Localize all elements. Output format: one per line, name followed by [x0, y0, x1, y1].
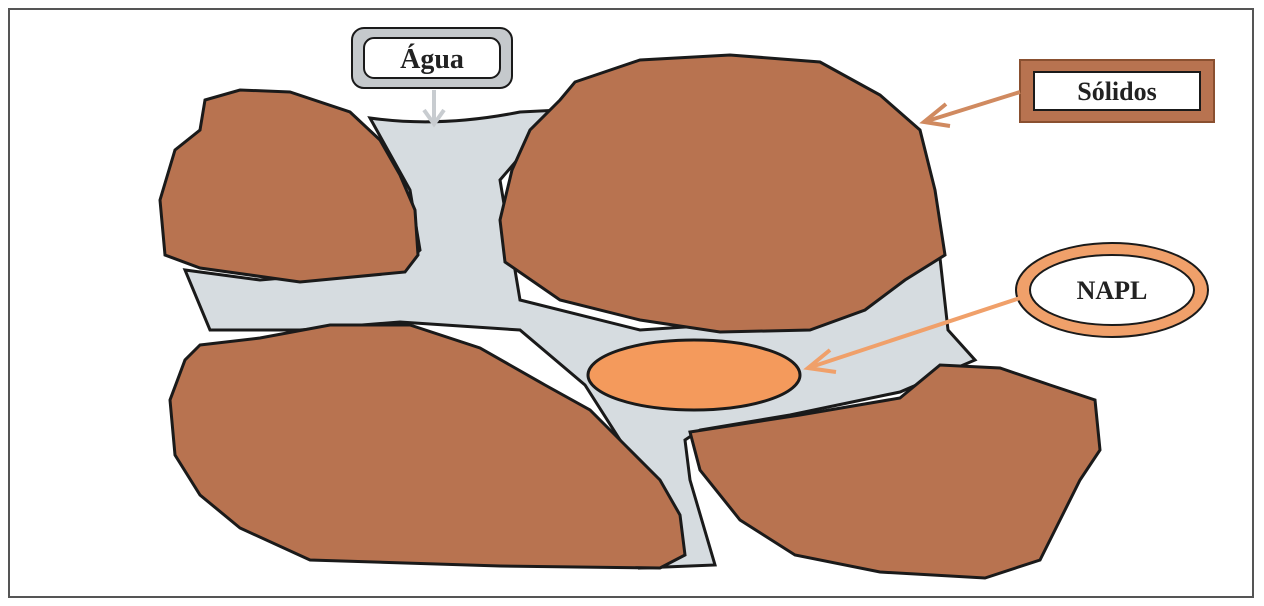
solids-label-box: Sólidos — [1020, 60, 1214, 122]
water-label-box: Água — [352, 28, 512, 88]
solid-particle-top-right — [500, 55, 945, 332]
solids-arrow — [924, 92, 1020, 126]
napl-label: NAPL — [1077, 276, 1148, 305]
water-arrow — [424, 90, 444, 124]
water-label: Água — [400, 44, 464, 75]
solids-label: Sólidos — [1077, 77, 1157, 106]
napl-droplet — [588, 340, 800, 410]
napl-label-box: NAPL — [1016, 243, 1208, 337]
